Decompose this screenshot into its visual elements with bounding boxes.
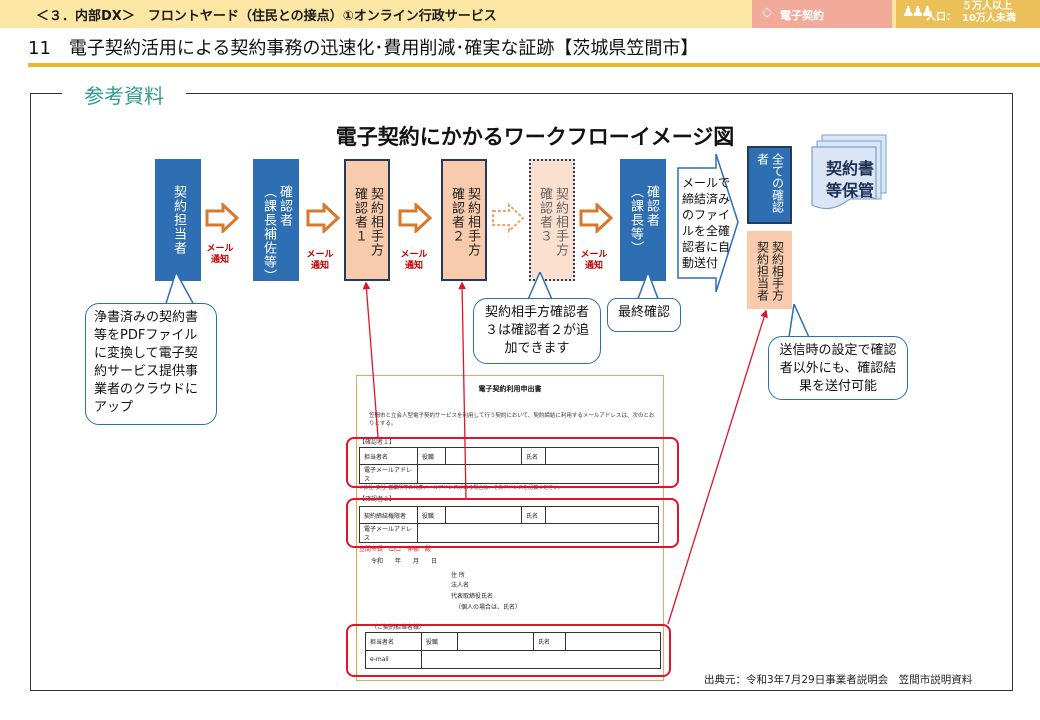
box-partner-checker1-line1: 契約相手方 xyxy=(368,187,383,257)
form-cell-value xyxy=(421,650,661,669)
tag-pop-line2: 10万人未満 xyxy=(962,13,1016,24)
tag-electronic-contract: ◇ 電子契約 xyxy=(752,0,892,28)
application-form: 電子契約利用申出書 笠間市と立会人型電子契約サービスを利用して行う契約において、… xyxy=(356,375,664,681)
mail-notice-label: メール 通知 xyxy=(300,250,340,272)
mail-notice-label: メール 通知 xyxy=(574,250,614,272)
box-partner-checker3: 契約相手方 確認者３ xyxy=(529,159,575,281)
box-partner-checker2: 契約相手方 確認者２ xyxy=(441,159,487,281)
box-checker-chief-line2: （課長等） xyxy=(628,185,643,255)
form-table-staff: 担当者名 役職 氏名 e-mail xyxy=(365,632,661,669)
tag-pop-label: 人口： xyxy=(926,12,956,23)
mail-notice-line1: メール xyxy=(400,250,428,260)
form-rep-note: （個人の場合は、氏名） xyxy=(455,604,522,611)
form-section3-label: （ご契約担当者様） xyxy=(371,624,426,631)
connector-checker2 xyxy=(458,281,467,499)
highlight-staff xyxy=(346,624,671,677)
form-paragraph: 笠間市と立会人型電子契約サービスを利用して行う契約において、契約締結に利用するメ… xyxy=(369,413,655,427)
box-partner-checker2-line2: 確認者２ xyxy=(449,187,464,243)
mail-notice-line2: 通知 xyxy=(404,261,423,271)
box-partner-checker3-line2: 確認者３ xyxy=(537,187,552,243)
form-rep: 代表取締役氏名 xyxy=(451,593,494,600)
tag-contract-label: 電子契約 xyxy=(780,9,824,22)
mail-notice-line2: 通知 xyxy=(584,261,603,271)
connector-checker1 xyxy=(362,281,379,438)
reference-frame xyxy=(30,93,1013,691)
connector-staff xyxy=(667,309,768,625)
send-description: メールで締結済みのファイルを全確認者に自動送付 xyxy=(682,176,731,270)
form-table-checker2: 契約締結権限者 役職 氏名 電子メールアドレス xyxy=(359,506,659,543)
form-cell-value xyxy=(417,464,659,484)
arrow-right-icon xyxy=(579,203,613,233)
box-staff-line: 契約担当者 xyxy=(755,241,770,301)
form-table-checker1: 担当者名 役職 氏名 電子メールアドレス xyxy=(359,447,659,484)
storage-line1: 契約書 xyxy=(825,159,874,178)
storage-label: 契約書 等保管 xyxy=(820,158,880,202)
box-checker-chief: 確認者 （課長等） xyxy=(620,159,666,281)
box-all-checkers-text: 全ての確認者 xyxy=(755,153,785,213)
highlight-checker2 xyxy=(346,498,679,548)
title-underline xyxy=(28,63,1040,67)
reference-label: 参考資料 xyxy=(62,80,186,109)
box-partner-checker1: 契約相手方 確認者１ xyxy=(344,159,390,281)
highlight-checker1 xyxy=(346,437,679,488)
arrow-right-icon xyxy=(398,203,432,233)
box-partner-checker3-line1: 契約相手方 xyxy=(553,187,568,257)
box-checker-deputy-line1: 確認者 xyxy=(277,185,292,227)
box-partner-and-staff: 契約相手方 契約担当者 xyxy=(747,231,792,309)
document-stack-icon xyxy=(811,134,887,210)
box-partner-checker1-line2: 確認者１ xyxy=(352,187,367,243)
box-all-checkers: 全ての確認者 xyxy=(747,146,792,224)
send-arrow-icon xyxy=(677,153,739,293)
form-note: ※会社･支社･営業所等の代表メールアドレスがある場合は、そのアドレスを記載くださ… xyxy=(359,485,564,491)
box-contract-staff: 契約担当者 xyxy=(155,159,201,281)
tag-icon: ◇ xyxy=(762,5,772,20)
arrow-right-icon xyxy=(205,203,239,233)
callout-pointer-icon xyxy=(787,304,813,344)
form-addressee: 笠間市長 山口 伸樹 殿 xyxy=(359,546,432,553)
source-citation: 出典元：令和3年7月29日事業者説明会 笠間市説明資料 xyxy=(704,674,973,686)
box-checker-deputy-line2: （課長補佐等） xyxy=(261,185,276,283)
box-checker-deputy: 確認者 （課長補佐等） xyxy=(253,159,299,283)
box-checker-chief-line1: 確認者 xyxy=(644,185,659,227)
page-title: 11 電子契約活用による契約事務の迅速化･費用削減･確実な証跡【茨城県笠間市】 xyxy=(28,38,699,59)
box-contract-staff-text: 契約担当者 xyxy=(171,185,186,255)
callout-checker3: 契約相手方確認者３は確認者２が追加できます xyxy=(473,298,601,364)
form-section1-label: 【確認者１】 xyxy=(359,439,396,446)
mail-notice-line2: 通知 xyxy=(310,261,329,271)
form-address: 住 所 xyxy=(451,572,465,579)
form-cell-value xyxy=(417,523,659,543)
callout-pointer-icon xyxy=(525,272,555,304)
form-title: 電子契約利用申出書 xyxy=(478,385,542,393)
box-partner-checker2-line1: 契約相手方 xyxy=(465,187,480,257)
mail-notice-label: メール 通知 xyxy=(200,244,240,266)
arrow-right-icon xyxy=(306,203,340,233)
mail-notice-label: メール 通知 xyxy=(394,250,434,272)
tag-pop-line1: ５万人以上 xyxy=(962,1,1012,12)
people-icon: ♟♟♟ xyxy=(902,4,934,20)
mail-notice-line2: 通知 xyxy=(210,255,229,265)
section-title: ＜３．内部DX＞ フロントヤード（住民との接点）①オンライン行政サービス xyxy=(36,9,497,24)
workflow-title: 電子契約にかかるワークフローイメージ図 xyxy=(335,125,735,149)
tag-population: ♟♟♟ 人口： ５万人以上 10万人未満 xyxy=(896,0,1040,28)
form-date: 令和 年 月 日 xyxy=(371,558,438,565)
mail-notice-line1: メール xyxy=(580,250,608,260)
callout-pdf-upload: 浄書済みの契約書等をPDFファイルに変換して電子契約サービス提供事業者のクラウド… xyxy=(85,303,217,425)
callout-send-setting: 送信時の設定で確認者以外にも、確認結果を送付可能 xyxy=(768,336,908,400)
mail-notice-line1: メール xyxy=(306,250,334,260)
mail-notice-line1: メール xyxy=(206,244,234,254)
box-partner-line: 契約相手方 xyxy=(770,241,785,301)
form-corp: 法人名 xyxy=(451,582,470,589)
storage-line2: 等保管 xyxy=(825,181,874,200)
callout-final-check: 最終確認 xyxy=(607,298,681,332)
callout-pointer-icon xyxy=(635,272,661,304)
arrow-right-dotted-icon xyxy=(492,203,525,233)
